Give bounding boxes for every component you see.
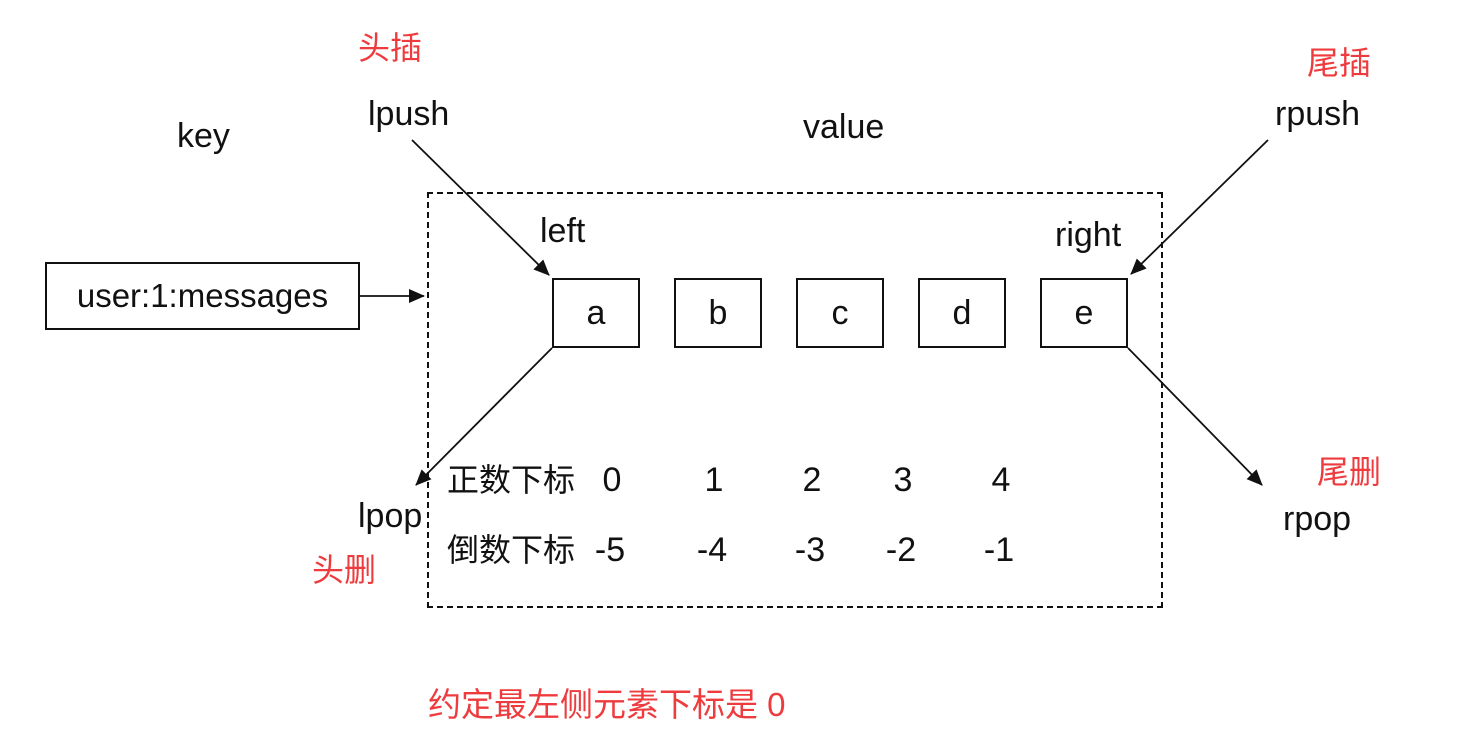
positive-index-3: 3: [893, 461, 913, 499]
cell-value: c: [831, 293, 849, 332]
left-label: left: [540, 212, 586, 250]
key-label: key: [177, 117, 230, 155]
negative-index-2: -3: [794, 531, 826, 569]
rpop-label: rpop: [1283, 500, 1352, 538]
list-cell-d: d: [918, 278, 1006, 348]
cell-value: e: [1074, 293, 1094, 332]
index-convention-note: 约定最左侧元素下标是 0: [428, 686, 786, 723]
right-label: right: [1055, 216, 1122, 254]
cell-value: a: [586, 293, 606, 332]
rpush-label: rpush: [1275, 95, 1361, 133]
list-cell-c: c: [796, 278, 884, 348]
positive-index-label: 正数下标: [447, 462, 576, 498]
list-cell-b: b: [674, 278, 762, 348]
lpush-label: lpush: [368, 95, 450, 133]
negative-index-label: 倒数下标: [447, 532, 576, 568]
rpop-caption: 尾删: [1317, 454, 1382, 490]
negative-index-1: -4: [696, 531, 728, 569]
negative-index-0: -5: [594, 531, 626, 569]
positive-index-4: 4: [991, 461, 1011, 499]
positive-index-0: 0: [602, 461, 622, 499]
negative-index-4: -1: [983, 531, 1015, 569]
lpush-caption: 头插: [358, 30, 423, 66]
list-cell-a: a: [552, 278, 640, 348]
key-box: user:1:messages: [45, 262, 360, 330]
value-label: value: [803, 108, 885, 146]
key-name: user:1:messages: [76, 277, 329, 314]
positive-index-1: 1: [704, 461, 724, 499]
negative-index-3: -2: [885, 531, 917, 569]
rpush-caption: 尾插: [1307, 45, 1372, 81]
list-cell-e: e: [1040, 278, 1128, 348]
lpop-label: lpop: [358, 497, 423, 535]
lpop-caption: 头删: [312, 552, 377, 588]
positive-index-2: 2: [802, 461, 822, 499]
cell-value: b: [708, 293, 728, 332]
cell-value: d: [952, 293, 972, 332]
value-dashed-container: [427, 192, 1163, 608]
